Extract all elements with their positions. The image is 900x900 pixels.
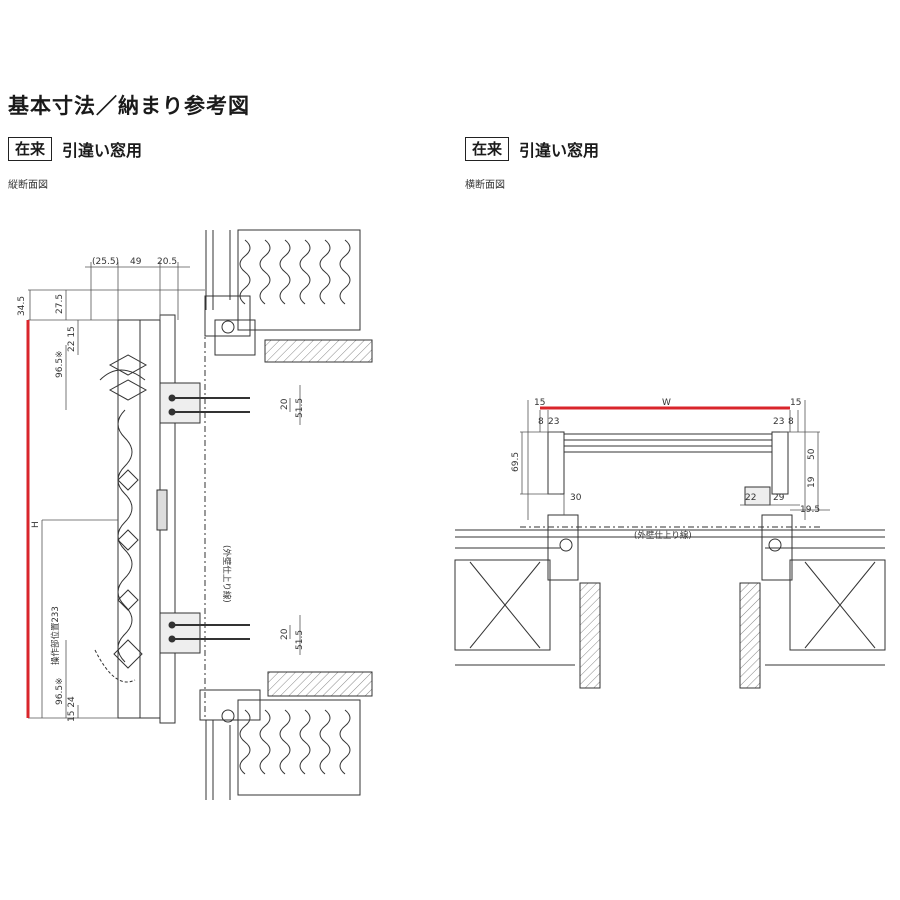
left-shutter-post <box>547 431 565 495</box>
dim-19-5: 19.5 <box>800 505 820 515</box>
dim-27-5: 27.5 <box>55 294 65 314</box>
lower-bracket <box>159 612 250 654</box>
right-shutter-post <box>771 431 789 495</box>
dim-29: 29 <box>773 493 785 503</box>
dim-h: H <box>31 521 41 528</box>
right-finish-label: (外壁仕上り線) <box>634 530 692 541</box>
right-wall-block <box>765 547 886 666</box>
dim-8-left: 8 <box>538 417 544 427</box>
dim-96-5-lower: 96.5※ <box>55 677 65 705</box>
sill-board <box>267 671 373 697</box>
dim-51-5-upper: 51.5 <box>295 398 305 418</box>
left-subtitle: 引違い窓用 <box>62 141 143 160</box>
lower-roller-icon <box>221 709 235 723</box>
dim-8-right: 8 <box>788 417 794 427</box>
dim-69-5: 69.5 <box>511 452 521 472</box>
dim-15-right: 15 <box>790 398 801 408</box>
dim-20-lower: 20 <box>280 628 290 640</box>
left-wall-block <box>454 547 575 666</box>
right-section-header: 在来 引違い窓用 <box>465 137 599 161</box>
upper-wall-insulation <box>237 229 361 331</box>
dim-top-25-5: (25.5) <box>92 257 119 267</box>
left-casing <box>579 582 601 689</box>
head-board <box>264 339 373 363</box>
right-casing <box>739 582 761 689</box>
right-subtitle: 引違い窓用 <box>519 141 600 160</box>
shutter-frame <box>117 319 161 719</box>
dim-50: 50 <box>807 448 817 460</box>
louver-blades <box>94 354 148 683</box>
right-tag: 在来 <box>465 137 510 161</box>
left-roller-icon <box>559 538 573 552</box>
dim-15-left: 15 <box>534 398 545 408</box>
dim-51-5-lower: 51.5 <box>295 630 305 650</box>
finish-line-label: (外壁仕上り線) <box>221 545 232 603</box>
dim-handle-233: 操作部位置233 <box>50 606 61 665</box>
dim-96-5-upper: 96.5※ <box>55 350 65 378</box>
upper-roller-icon <box>221 320 235 334</box>
left-dimension-lines <box>28 262 301 719</box>
dim-22-15: 22 15 <box>67 326 77 352</box>
right-dimension-lines <box>520 400 830 520</box>
page-title: 基本寸法／納まり参考図 <box>8 94 250 118</box>
upper-bracket <box>159 382 250 424</box>
dim-top-20-5: 20.5 <box>157 257 177 267</box>
dim-19: 19 <box>807 476 817 488</box>
lower-wall-insulation <box>237 699 361 796</box>
right-view-label: 横断面図 <box>465 180 505 191</box>
left-section-header: 在来 引違い窓用 <box>8 137 142 161</box>
dim-34-5: 34.5 <box>17 296 27 316</box>
dim-20-upper: 20 <box>280 398 290 410</box>
dim-23-left: 23 <box>548 417 559 427</box>
dim-top-49: 49 <box>130 257 142 267</box>
dim-30: 30 <box>570 493 582 503</box>
dim-23-right: 23 <box>773 417 784 427</box>
right-roller-icon <box>768 538 782 552</box>
dim-22: 22 <box>745 493 756 503</box>
left-vertical-section <box>26 229 373 800</box>
right-horizontal-section <box>454 400 886 689</box>
dim-w: W <box>662 398 671 408</box>
left-tag: 在来 <box>8 137 53 161</box>
dim-15-24: 15 24 <box>67 696 77 722</box>
left-view-label: 縦断面図 <box>8 180 48 191</box>
